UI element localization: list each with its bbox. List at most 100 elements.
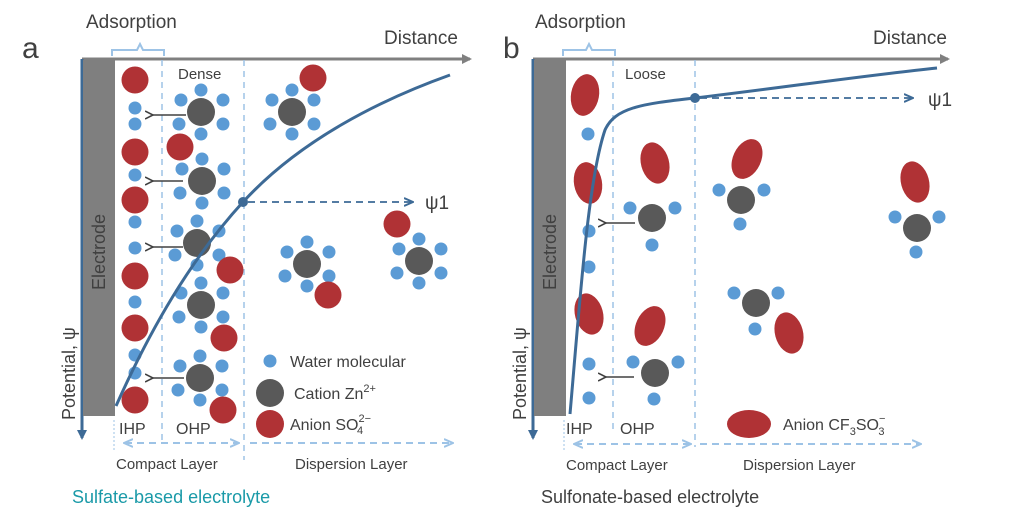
water-molecule	[285, 127, 299, 141]
water-molecule	[128, 215, 142, 229]
electrode	[83, 60, 115, 416]
water-molecule	[128, 117, 142, 131]
water-molecule	[626, 355, 640, 369]
water-molecule	[645, 238, 659, 252]
water-molecule	[217, 186, 231, 200]
water-molecule	[582, 357, 596, 371]
legend-anion-icon	[727, 410, 771, 438]
water-molecule	[172, 310, 186, 324]
water-molecule	[193, 349, 207, 363]
water-molecule	[171, 383, 185, 397]
adsorption-label: Adsorption	[86, 12, 177, 33]
water-molecule	[190, 258, 204, 272]
anion-cf3so3	[900, 161, 930, 203]
water-molecule	[280, 245, 294, 259]
anion-cf3so3	[573, 162, 603, 204]
panel-letter-a: a	[22, 32, 39, 65]
anion-so4	[166, 133, 194, 161]
water-molecule	[216, 310, 230, 324]
ihp-label: IHP	[566, 421, 593, 438]
water-molecule	[300, 235, 314, 249]
anion-so4	[314, 281, 342, 309]
water-molecule	[888, 210, 902, 224]
anion-so4	[210, 324, 238, 352]
water-molecule	[128, 101, 142, 115]
anion-so4	[121, 186, 149, 214]
potential-curve	[568, 66, 938, 415]
compact-layer-label: Compact Layer	[116, 456, 218, 473]
compact-layer-label: Compact Layer	[566, 457, 668, 474]
adsorption-bracket	[111, 41, 165, 56]
water-molecule	[193, 393, 207, 407]
anion-so4	[299, 64, 327, 92]
water-molecule	[322, 269, 336, 283]
anion-cf3so3	[774, 312, 804, 354]
water-molecule	[194, 320, 208, 334]
water-molecule	[582, 260, 596, 274]
cation-zn	[186, 364, 214, 392]
adsorption-label: Adsorption	[535, 12, 626, 33]
psi1-label: ψ1	[928, 90, 952, 111]
water-molecule	[727, 286, 741, 300]
cation-zn	[641, 359, 669, 387]
water-molecule	[582, 391, 596, 405]
water-molecule	[174, 93, 188, 107]
water-molecule	[128, 295, 142, 309]
water-molecule	[412, 276, 426, 290]
water-molecule	[175, 162, 189, 176]
ihp-label: IHP	[119, 421, 146, 438]
water-molecule	[190, 214, 204, 228]
anion-so4	[121, 262, 149, 290]
cation-zn	[187, 291, 215, 319]
anion-so4	[121, 314, 149, 342]
anion-cf3so3	[640, 142, 670, 184]
water-molecule	[307, 117, 321, 131]
water-molecule	[434, 266, 448, 280]
water-molecule	[263, 117, 277, 131]
water-molecule	[265, 93, 279, 107]
anion-so4	[383, 210, 411, 238]
cation-zn	[293, 250, 321, 278]
anion-cf3so3	[634, 306, 666, 346]
region-label-dense: Dense	[178, 66, 221, 83]
water-molecule	[128, 168, 142, 182]
molecules-b	[570, 74, 946, 406]
water-molecule	[173, 359, 187, 373]
anion-so4	[216, 256, 244, 284]
water-molecule	[322, 245, 336, 259]
water-molecule	[647, 392, 661, 406]
cation-zn	[183, 229, 211, 257]
water-molecule	[212, 248, 226, 262]
water-molecule	[285, 83, 299, 97]
water-molecule	[434, 242, 448, 256]
legend-anion-label: Anion CF3SO−3	[783, 413, 885, 438]
ohp-label: OHP	[620, 421, 655, 438]
water-molecule	[216, 286, 230, 300]
electrode	[534, 60, 566, 416]
electrode-label: Electrode	[89, 214, 109, 290]
electrode-label: Electrode	[540, 214, 560, 290]
dispersion-layer-label: Dispersion Layer	[295, 456, 408, 473]
anion-so4	[121, 386, 149, 414]
water-molecule	[771, 286, 785, 300]
caption-a: Sulfate-based electrolyte	[72, 487, 270, 507]
cation-zn	[638, 204, 666, 232]
water-molecule	[217, 162, 231, 176]
psi1-label: ψ1	[425, 193, 449, 214]
water-molecule	[412, 232, 426, 246]
legend-anion-icon	[256, 410, 284, 438]
anion-cf3so3	[731, 139, 763, 179]
adsorption-bracket	[562, 41, 616, 56]
water-molecule	[392, 242, 406, 256]
water-molecule	[173, 186, 187, 200]
water-molecule	[668, 201, 682, 215]
ohp-label: OHP	[176, 421, 211, 438]
water-molecule	[712, 183, 726, 197]
region-label-loose: Loose	[625, 66, 666, 83]
water-molecule	[216, 93, 230, 107]
distance-label: Distance	[384, 28, 458, 49]
cation-zn	[742, 289, 770, 317]
cation-zn	[188, 167, 216, 195]
water-molecule	[195, 152, 209, 166]
water-molecule	[194, 127, 208, 141]
